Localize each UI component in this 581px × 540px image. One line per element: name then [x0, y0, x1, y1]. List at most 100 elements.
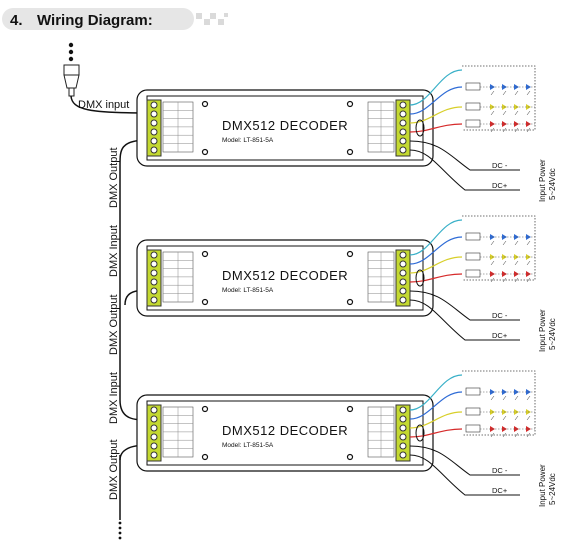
dmx-xlr-plug-icon — [63, 42, 80, 97]
decoder-model: Model: LT-851-5A — [222, 287, 274, 294]
terminal-screw — [399, 442, 407, 450]
input-power-label: Input Power — [538, 309, 547, 352]
mounting-hole — [346, 453, 354, 461]
terminal-screw — [399, 110, 407, 118]
input-voltage-label: 5~24Vdc — [548, 168, 557, 200]
dc-plus-wire — [409, 149, 520, 191]
terminal-screw — [399, 269, 407, 277]
led-output-wire — [409, 219, 463, 256]
dc-plus-wire — [409, 299, 520, 341]
dmx-input-label-3: DMX Input — [108, 372, 120, 424]
mounting-hole — [346, 148, 354, 156]
dotted-continuation-icon — [118, 521, 122, 540]
dc-plus-label: DC+ — [492, 181, 508, 190]
led-resistor — [465, 424, 481, 433]
terminal-screw — [150, 451, 158, 459]
led-resistor — [465, 252, 481, 261]
mounting-hole — [201, 298, 209, 306]
led-strip-region — [462, 215, 536, 281]
terminal-screw — [399, 287, 407, 295]
section-title: Wiring Diagram: — [37, 12, 153, 29]
terminal-screw — [399, 451, 407, 459]
mounting-hole — [346, 100, 354, 108]
dmx-output-label-1: DMX Output — [108, 147, 120, 208]
terminal-screw — [150, 119, 158, 127]
dc-plus-label: DC+ — [492, 331, 508, 340]
input-power-label: Input Power — [538, 464, 547, 507]
mounting-hole — [201, 148, 209, 156]
led-resistor — [465, 102, 481, 111]
dc-minus-label: DC - — [492, 161, 508, 170]
terminal-screw — [399, 119, 407, 127]
terminal-screw — [399, 415, 407, 423]
dmx-chain-cables — [119, 139, 149, 520]
terminal-screw — [150, 287, 158, 295]
terminal-screw — [150, 260, 158, 268]
led-output-wire — [409, 236, 463, 265]
dmx-output-label-3: DMX Output — [108, 439, 120, 500]
terminal-screw — [399, 128, 407, 136]
led-output-wire — [409, 273, 463, 283]
fuse-icon — [415, 269, 425, 287]
terminal-screw — [399, 424, 407, 432]
decoder-name: DMX512 DECODER — [222, 423, 348, 438]
dmx-input-label-2: DMX Input — [108, 225, 120, 277]
fuse-icon — [415, 424, 425, 442]
dc-minus-wire — [409, 140, 520, 171]
terminal-screw — [150, 110, 158, 118]
terminal-screw — [399, 406, 407, 414]
led-output-wire — [409, 428, 463, 438]
led-output-wire — [409, 106, 463, 124]
led-output-wire — [409, 374, 463, 411]
led-resistor — [465, 387, 481, 396]
dc-plus-wire — [409, 454, 520, 496]
terminal-screw — [150, 278, 158, 286]
dc-minus-wire — [409, 445, 520, 476]
terminal-screw — [150, 415, 158, 423]
terminal-screw — [150, 137, 158, 145]
led-output-wire — [409, 69, 463, 106]
terminal-screw — [399, 433, 407, 441]
led-output-wire — [409, 123, 463, 133]
terminal-screw — [399, 278, 407, 286]
section-header: 4. Wiring Diagram: — [2, 8, 228, 30]
decoder-unit-1: DMX512 DECODER Model: LT-851-5A DC - DC+ Inp… — [136, 65, 557, 202]
decoder-model: Model: LT-851-5A — [222, 137, 274, 144]
led-output-wire — [409, 391, 463, 420]
dmx-input-label: DMX input — [78, 99, 129, 111]
led-strip-region — [462, 370, 536, 436]
mounting-hole — [201, 405, 209, 413]
terminal-screw — [150, 101, 158, 109]
mounting-hole — [346, 298, 354, 306]
led-output-wire — [409, 86, 463, 115]
mounting-hole — [346, 250, 354, 258]
mounting-hole — [201, 250, 209, 258]
terminal-screw — [150, 442, 158, 450]
led-resistor — [465, 82, 481, 91]
mounting-hole — [346, 405, 354, 413]
header-checker-decoration — [196, 13, 228, 25]
dc-minus-label: DC - — [492, 311, 508, 320]
terminal-screw — [150, 269, 158, 277]
terminal-screw — [150, 251, 158, 259]
led-resistor — [465, 119, 481, 128]
terminal-screw — [150, 433, 158, 441]
dc-minus-label: DC - — [492, 466, 508, 475]
terminal-screw — [150, 296, 158, 304]
input-voltage-label: 5~24Vdc — [548, 473, 557, 505]
terminal-screw — [399, 101, 407, 109]
terminal-screw — [399, 296, 407, 304]
dmx-output-label-2: DMX Output — [108, 294, 120, 355]
terminal-screw — [150, 128, 158, 136]
input-power-label: Input Power — [538, 159, 547, 202]
input-voltage-label: 5~24Vdc — [548, 318, 557, 350]
dc-plus-label: DC+ — [492, 486, 508, 495]
decoder-name: DMX512 DECODER — [222, 118, 348, 133]
dmx-input-cable — [70, 95, 149, 114]
fuse-icon — [415, 119, 425, 137]
section-number: 4. — [10, 12, 23, 29]
terminal-screw — [150, 146, 158, 154]
